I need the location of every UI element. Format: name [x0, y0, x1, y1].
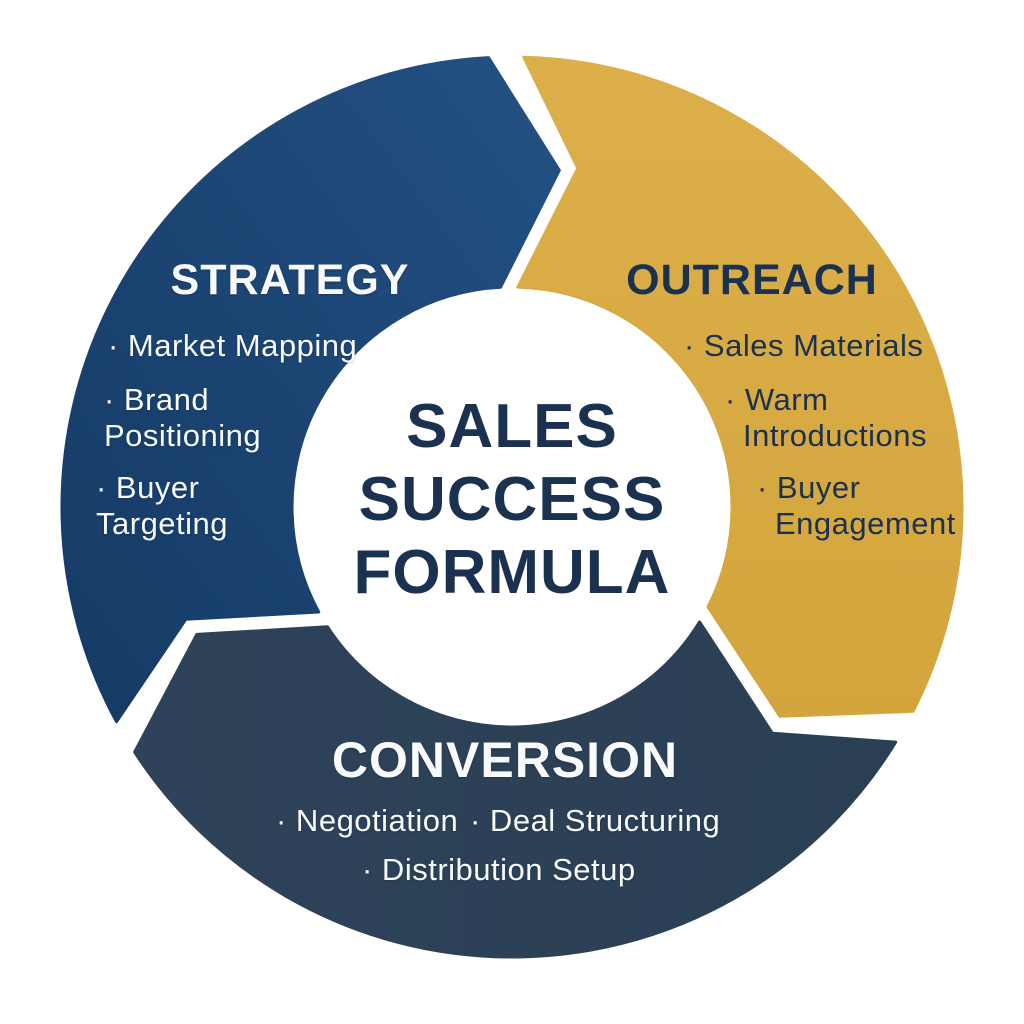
bullet-deal-structuring: · Deal Structuring: [470, 803, 721, 838]
segment-title-strategy: STRATEGY: [170, 256, 410, 304]
segment-shape-conversion: [133, 620, 898, 959]
segment-shape-outreach: [516, 55, 964, 718]
center-title-line-1: SALES: [406, 392, 618, 461]
segment-shape-strategy: [60, 56, 561, 724]
bullet-distribution-setup: · Distribution Setup: [362, 852, 636, 887]
bullet-market-mapping: · Market Mapping: [108, 328, 358, 363]
bullet-buyer-targeting: · Buyer Targeting: [96, 470, 229, 541]
segment-title-conversion: CONVERSION: [331, 732, 679, 788]
bullet-warm-introductions: · Warm Introductions: [725, 382, 927, 453]
center-title-line-2: SUCCESS: [358, 465, 666, 534]
center-title-line-3: FORMULA: [353, 538, 671, 607]
center-title: SALES SUCCESS FORMULA: [312, 390, 712, 609]
bullet-sales-materials: · Sales Materials: [684, 328, 924, 363]
bullet-buyer-engagement: · Buyer Engagement: [757, 470, 956, 541]
bullet-brand-positioning: · Brand Positioning: [104, 382, 262, 453]
bullet-negotiation: · Negotiation: [276, 803, 459, 838]
segment-title-outreach: OUTREACH: [626, 256, 878, 304]
